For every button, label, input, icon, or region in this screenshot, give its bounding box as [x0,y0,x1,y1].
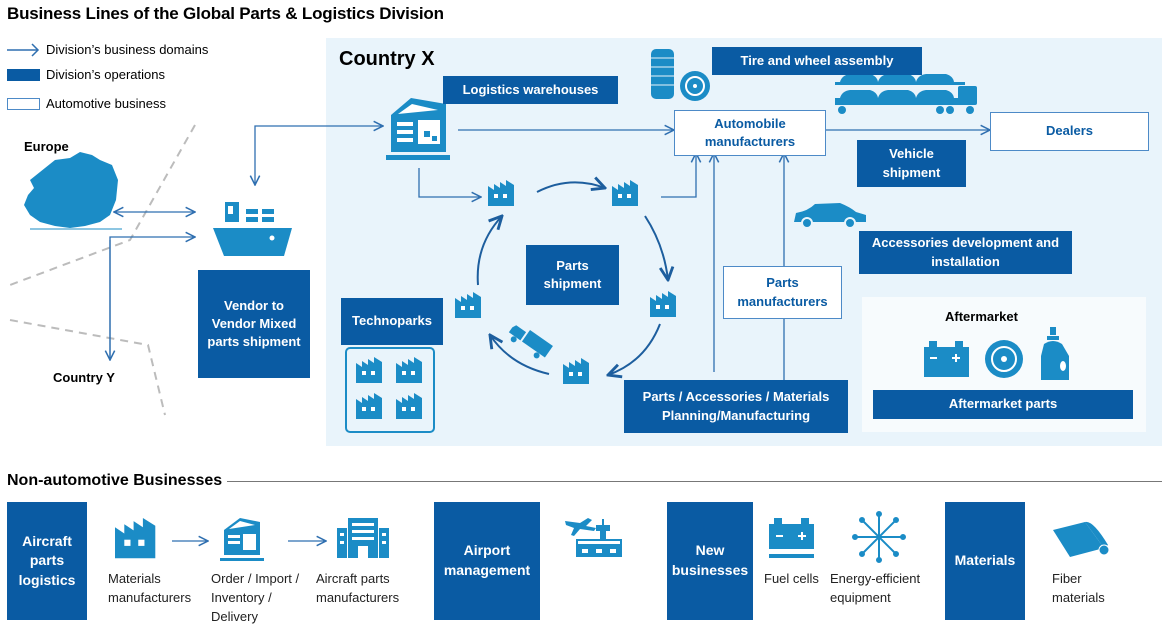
cargo-ship-icon [213,202,292,256]
dealers-box: Dealers [990,112,1149,151]
region-country-y-label: Country Y [53,370,115,385]
new-businesses-box: New businesses [667,502,753,620]
country-x-title: Country X [339,48,435,70]
fuel-cell-icon [769,518,814,558]
technoparks-box: Technoparks [341,298,443,345]
europe-map-icon [24,152,118,228]
factory-icon [563,358,589,384]
factory-icon [356,393,382,419]
warehouse-icon [220,518,264,561]
region-europe-label: Europe [24,139,69,154]
factory-icon [455,292,481,318]
logistics-warehouses-box: Logistics warehouses [443,76,618,104]
legend-label: Division’s business domains [46,42,209,57]
airport-management-box: Airport management [434,502,540,620]
planning-manufacturing-box: Parts / Accessories / Materials Planning… [624,380,848,433]
aircraft-step-label: Aircraft parts manufacturers [316,571,400,605]
tire-stack-icon [651,49,710,101]
page-title: Business Lines of the Global Parts & Log… [7,4,444,23]
energy-efficient-icon [852,511,906,563]
aftermarket-parts-box: Aftermarket parts [873,390,1133,419]
car-carrier-icon [835,74,977,114]
factory-icon [650,291,676,317]
outlined-box-swatch [7,97,40,110]
aircraft-step-label: Materials manufacturers [108,571,192,605]
parts-shipment-box: Parts shipment [526,245,619,305]
factory-icon [115,518,156,559]
factory-icon [396,393,422,419]
legend-operations: Division’s operations [7,67,165,82]
materials-box: Materials [945,502,1025,620]
non-automotive-heading: Non-automotive Businesses [7,472,223,489]
fiber-roll-icon [1053,521,1110,557]
factory-icon [396,357,422,383]
materials-item: Fiber materials [1052,571,1105,605]
truck-icon [508,325,553,359]
factory-icon [488,180,514,206]
vendor-to-vendor-box: Vendor to Vendor Mixed parts shipment [198,270,310,378]
legend-label: Division’s operations [46,67,165,82]
new-business-item: Fuel cells [764,571,819,586]
aircraft-parts-logistics-box: Aircraft parts logistics [7,502,87,620]
factory-icon [612,180,638,206]
section-divider [227,481,1162,482]
battery-icon [924,341,969,377]
vehicle-shipment-box: Vehicle shipment [857,140,966,187]
aftermarket-title: Aftermarket [945,309,1018,324]
oil-bottle-icon [1041,327,1069,380]
aircraft-step-label: Order / Import / Inventory / Delivery [211,571,300,624]
region-border [9,124,196,416]
tire-icon [985,340,1023,378]
filled-box-swatch [7,68,40,81]
arrow-right-icon [7,42,40,57]
office-building-icon [337,518,389,558]
factory-icon [356,357,382,383]
car-icon [794,203,866,229]
automobile-manufacturers-box: Automobile manufacturers [674,110,826,156]
legend-automotive: Automotive business [7,96,166,111]
new-business-item: Energy-efficient equipment [830,571,921,605]
airport-icon [565,518,622,557]
parts-manufacturers-box: Parts manufacturers [723,266,842,319]
warehouse-icon [386,98,450,160]
legend-label: Automotive business [46,96,166,111]
technoparks-frame [345,347,435,433]
tire-wheel-assembly-box: Tire and wheel assembly [712,47,922,75]
accessories-box: Accessories development and installation [859,231,1072,274]
legend-business-domains: Division’s business domains [7,42,208,57]
